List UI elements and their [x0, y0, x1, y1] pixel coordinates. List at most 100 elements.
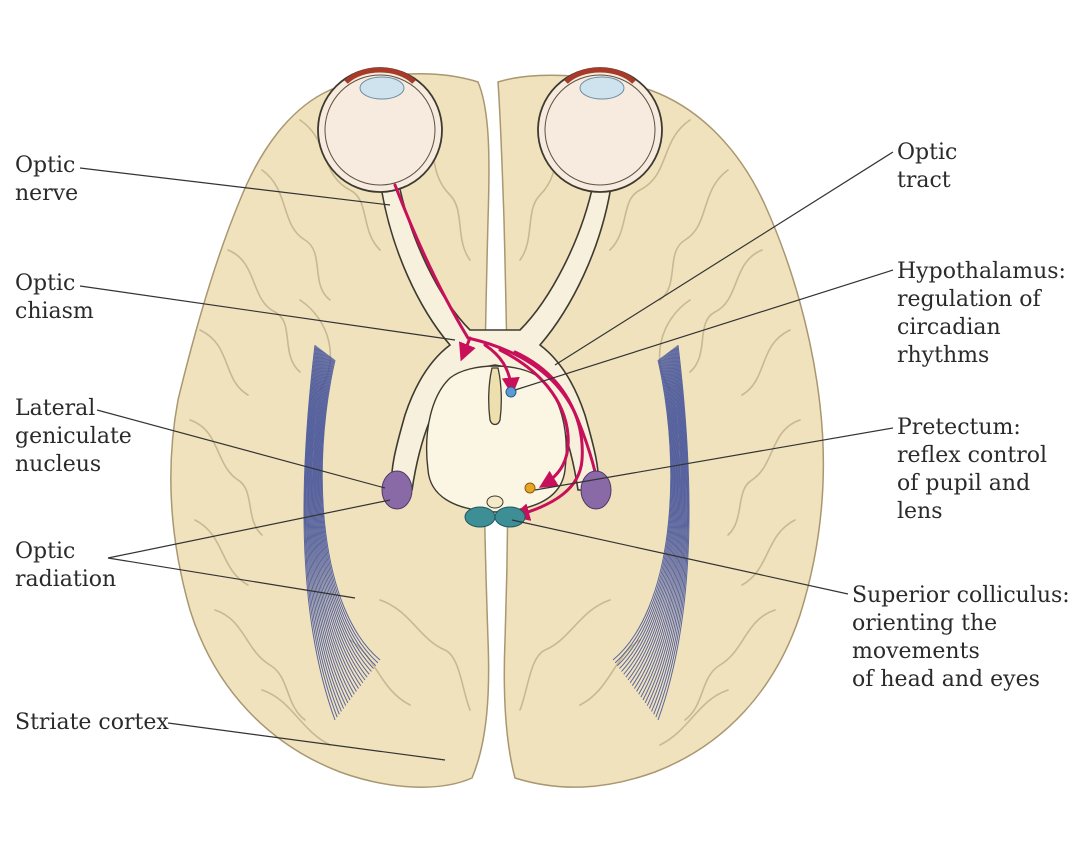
radiation-fiber	[653, 346, 688, 715]
radiation-fiber	[313, 352, 359, 689]
radiation-fiber	[314, 354, 364, 684]
path-to-superior-colliculus	[511, 350, 584, 521]
radiation-fiber	[304, 345, 338, 718]
radiation-fiber	[307, 347, 345, 709]
label-optic-chiasm: Optic chiasm	[15, 270, 94, 326]
label-optic-nerve: Optic nerve	[15, 152, 78, 208]
label-lgn-line-1: Lateral	[15, 396, 96, 421]
radiation-fiber	[625, 355, 677, 678]
radiation-fiber	[317, 356, 370, 675]
thalamus-midbrain-cut	[425, 365, 567, 513]
radiation-fiber	[644, 349, 685, 704]
label-striate-cortex-line-1: Striate cortex	[15, 710, 169, 735]
radiation-fiber	[614, 359, 673, 664]
leader-optic-nerve	[79, 167, 391, 206]
radiation-fiber	[640, 350, 683, 698]
mammillary-bodies	[486, 495, 504, 509]
label-superior-colliculus-line-4: of head and eyes	[852, 667, 1040, 692]
label-optic-chiasm-line-2: chiasm	[15, 299, 94, 324]
radiation-fiber	[321, 359, 381, 661]
label-pretectum-line-1: Pretectum:	[897, 415, 1021, 440]
eyes	[317, 67, 663, 193]
label-superior-colliculus-line-3: movements	[852, 639, 980, 664]
superior-colliculus-right	[494, 506, 526, 528]
label-hypothalamus-line-3: circadian	[897, 315, 1001, 340]
optic-radiation-fibers-left	[303, 344, 381, 721]
radiation-fiber	[657, 344, 690, 721]
radiation-fiber	[316, 355, 368, 678]
radiation-fiber	[623, 356, 676, 675]
optic-radiation-fibers-right	[612, 344, 690, 721]
leader-optic-chiasm	[79, 285, 456, 341]
leader-hypothalamus	[514, 269, 894, 391]
leader-pretectum	[534, 427, 894, 491]
radiation-fiber	[619, 357, 674, 669]
leader-superior-colliculus	[511, 519, 849, 595]
label-superior-colliculus-line-1: Superior colliculus:	[852, 583, 1070, 608]
label-pretectum-line-2: reflex control	[897, 443, 1048, 468]
radiation-fiber	[627, 354, 678, 681]
label-pretectum: Pretectum: reflex control of pupil and l…	[897, 414, 1047, 526]
label-optic-chiasm-line-1: Optic	[15, 271, 76, 296]
path-to-hypothalamus	[483, 343, 520, 396]
leader-lateral-geniculate	[96, 409, 386, 489]
radiation-fiber	[646, 348, 686, 706]
label-hypothalamus: Hypothalamus: regulation of circadian rh…	[897, 258, 1066, 370]
label-hypothalamus-line-1: Hypothalamus:	[897, 259, 1066, 284]
radiation-fiber	[311, 351, 355, 695]
radiation-fiber	[310, 350, 353, 698]
radiation-fiber	[320, 358, 377, 667]
leader-lines	[79, 151, 894, 761]
label-hypothalamus-line-2: regulation of	[897, 287, 1041, 312]
lateral-geniculate-nucleus-left	[381, 470, 413, 510]
radiation-fiber	[306, 347, 342, 712]
label-superior-colliculus-line-2: orienting the	[852, 611, 998, 636]
radiation-fiber	[319, 357, 374, 669]
optic-pathway	[379, 179, 613, 513]
radiation-fiber	[634, 352, 680, 689]
radiation-fiber	[651, 347, 687, 712]
left-eye	[317, 67, 443, 193]
radiation-fiber	[308, 349, 349, 704]
label-optic-nerve-line-2: nerve	[15, 181, 79, 206]
radiation-fiber	[309, 349, 351, 701]
leader-optic-tract	[554, 151, 894, 366]
label-striate-cortex: Striate cortex	[15, 709, 169, 737]
label-optic-radiation-line-2: radiation	[15, 567, 117, 592]
radiation-fiber	[616, 358, 673, 667]
label-optic-tract-line-1: Optic	[897, 140, 958, 165]
radiation-fiber	[612, 359, 672, 661]
optic-nerves-and-chiasm	[379, 179, 613, 491]
superior-colliculus-left	[464, 506, 496, 528]
radiation-fiber	[648, 347, 686, 709]
radiation-fiber	[312, 352, 357, 692]
leader-optic-radiation-2	[107, 557, 356, 599]
path-to-lgn	[393, 183, 608, 504]
radiation-fiber	[636, 352, 681, 692]
label-hypothalamus-line-4: rhythms	[897, 343, 990, 368]
third-ventricle	[488, 367, 502, 426]
radiation-fiber	[631, 353, 679, 686]
label-lgn-line-3: nucleus	[15, 452, 102, 477]
label-optic-radiation-line-1: Optic	[15, 539, 76, 564]
label-lgn-line-2: geniculate	[15, 424, 132, 449]
radiation-fiber	[303, 344, 336, 721]
radiation-fiber	[621, 357, 675, 672]
hypothalamus-nucleus	[505, 386, 517, 398]
radiation-fiber	[315, 354, 366, 681]
radiation-fiber	[307, 348, 347, 706]
label-optic-tract: Optic tract	[897, 139, 957, 195]
path-chiasm-branch	[458, 336, 476, 362]
radiation-fiber	[655, 345, 689, 718]
radiation-fiber	[638, 351, 682, 695]
radiation-fiber	[642, 349, 684, 701]
label-lateral-geniculate-nucleus: Lateral geniculate nucleus	[15, 395, 132, 479]
label-pretectum-line-3: of pupil and	[897, 471, 1031, 496]
path-to-pretectum	[498, 348, 570, 488]
radiation-fiber	[318, 357, 372, 672]
label-optic-nerve-line-1: Optic	[15, 153, 76, 178]
right-eye	[537, 67, 663, 193]
pretectum-nucleus	[524, 482, 536, 494]
leader-optic-radiation-1	[107, 499, 391, 559]
